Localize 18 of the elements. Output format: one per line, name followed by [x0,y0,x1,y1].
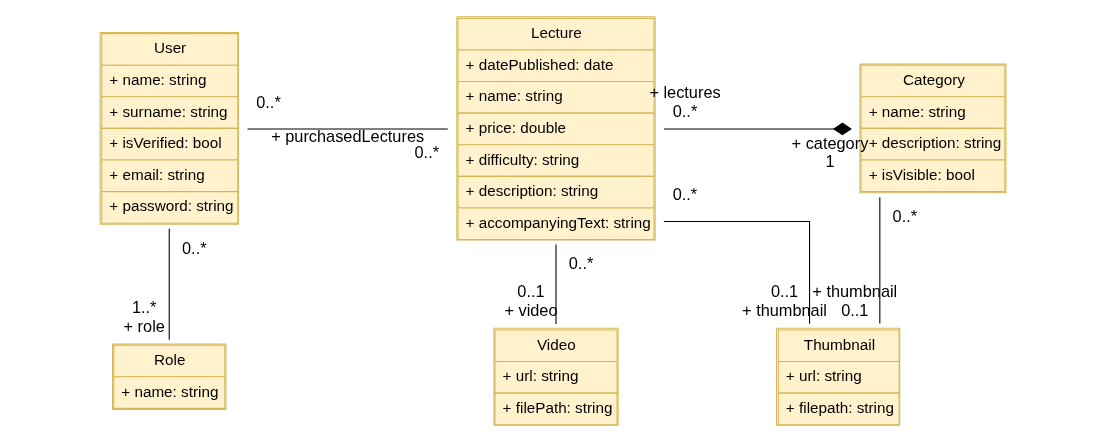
connector [168,228,170,341]
label: 0..1 [516,282,545,301]
connector [662,122,852,136]
label: 0..* [672,185,697,204]
label: 0..1 [840,300,868,319]
label: 0..* [892,207,917,226]
connector [662,221,810,325]
label: + video [503,301,558,320]
connector [878,196,880,325]
label: 0..* [568,254,593,273]
label: 0..* [181,238,207,257]
label: + category [791,133,868,152]
label: 0..1 [770,282,798,301]
label: + role [123,316,165,335]
label: 1 [824,152,835,171]
label: 0..* [255,92,281,111]
label: 0..* [672,101,697,120]
label: 1..* [131,298,156,317]
